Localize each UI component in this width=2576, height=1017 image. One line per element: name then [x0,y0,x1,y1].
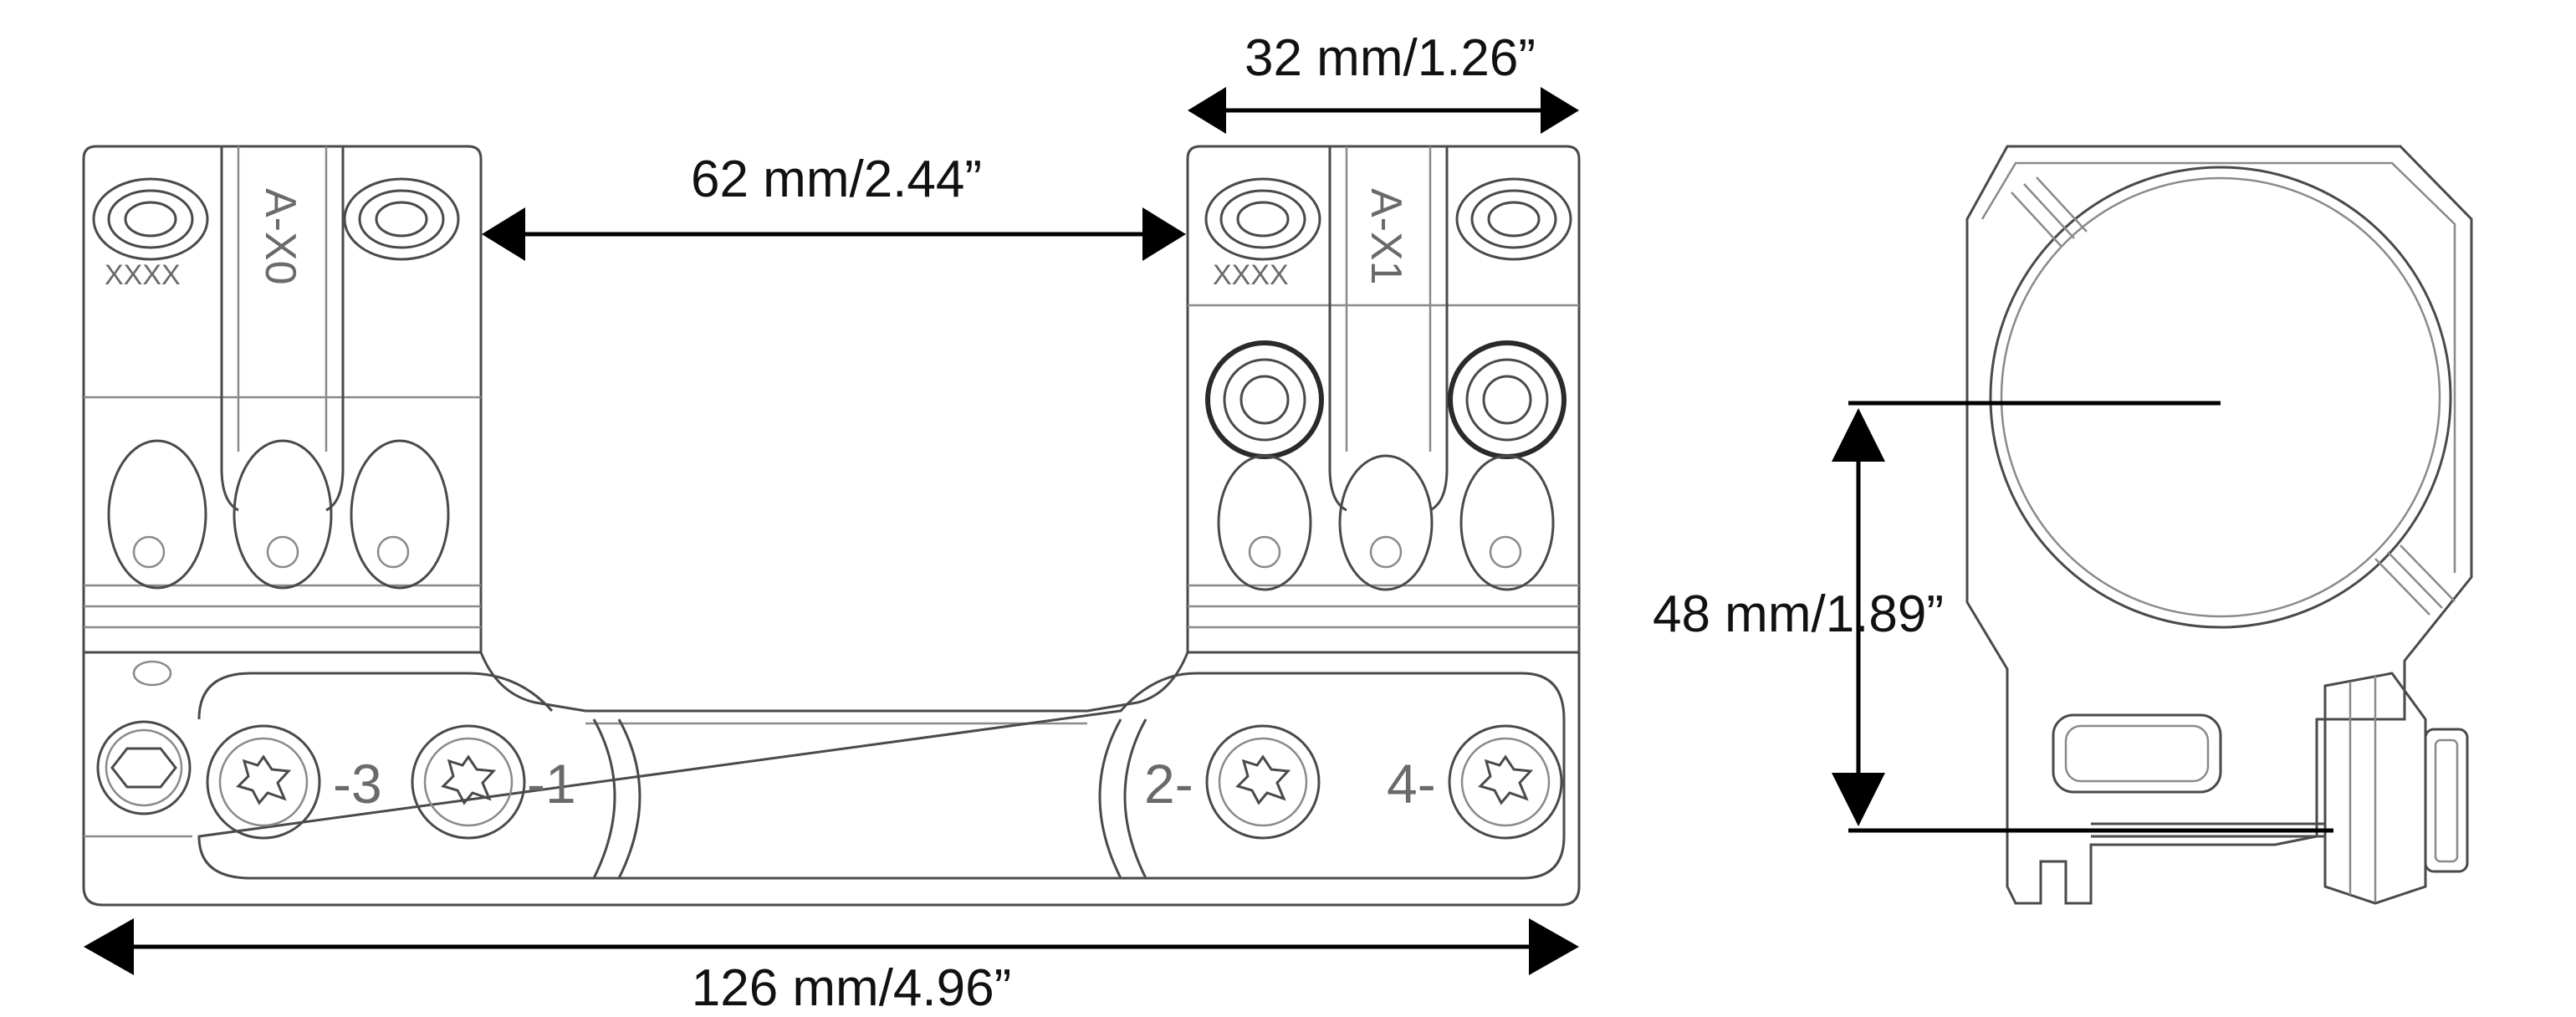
screw-number-1: -1 [527,753,576,815]
dimension-ring-width [1188,87,1579,134]
label-total-length: 126 mm/4.96” [691,959,1012,1017]
dimension-ring-spacing [482,207,1186,261]
screw-number-4: 4- [1387,753,1436,815]
label-ring-spacing: 62 mm/2.44” [690,151,983,208]
rear-ring-code: A-X1 [1362,188,1410,285]
rear-ring [1186,145,1581,652]
label-center-height: 48 mm/1.89” [1652,585,1945,643]
base-screw-2 [1205,724,1321,840]
mount-base [82,651,1581,907]
base-screw-1 [411,724,526,840]
front-ring [82,145,483,652]
base-screw-4 [1448,724,1563,840]
rear-ring-serial: XXXX [1213,259,1289,291]
base-screw-3 [206,724,321,840]
front-ring-code: A-X0 [256,188,304,285]
dimension-total-length [84,918,1579,975]
side-view-ring [1965,145,2473,905]
front-ring-serial: XXXX [105,259,181,291]
dimension-center-height [1832,401,2333,833]
screw-number-3: -3 [333,753,382,815]
label-ring-width: 32 mm/1.26” [1244,29,1536,87]
screw-number-2: 2- [1144,753,1193,815]
